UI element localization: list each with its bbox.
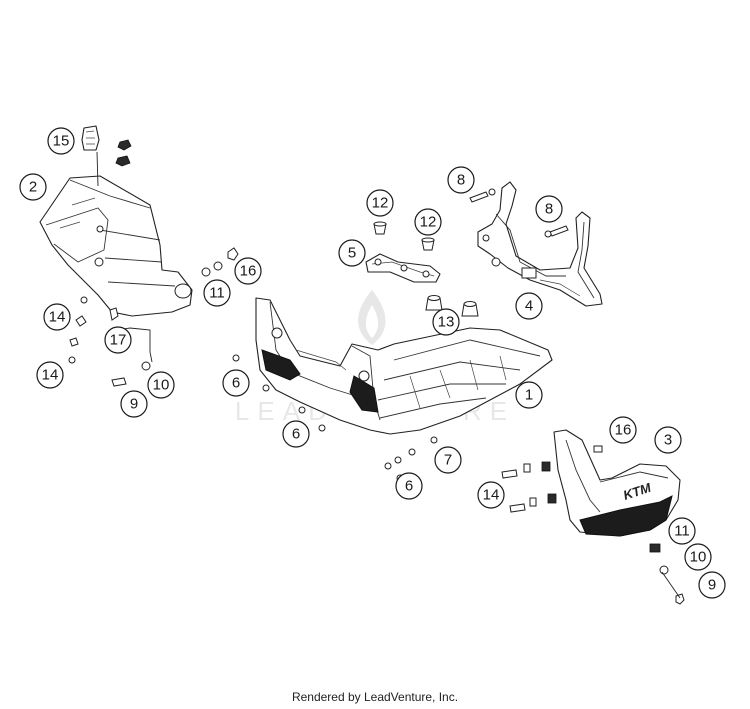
callout-14-upper-left: 14 — [43, 303, 71, 331]
hardware-right — [501, 445, 685, 605]
svg-text:11: 11 — [209, 285, 225, 302]
callout-9-left: 9 — [120, 390, 148, 418]
callout-6-middle: 6 — [282, 420, 310, 448]
callout-11-left: 11 — [203, 279, 231, 307]
svg-text:7: 7 — [444, 452, 452, 469]
svg-text:14: 14 — [483, 487, 500, 504]
callout-1: 1 — [515, 381, 543, 409]
frame-bracket-4 — [477, 181, 603, 307]
svg-text:13: 13 — [438, 314, 455, 331]
side-guard-left — [39, 175, 193, 317]
svg-text:8: 8 — [457, 172, 465, 189]
svg-text:12: 12 — [420, 214, 437, 231]
svg-text:17: 17 — [110, 332, 127, 349]
callout-16-right: 16 — [609, 416, 637, 444]
callout-7: 7 — [434, 446, 462, 474]
callout-8-left: 8 — [447, 166, 475, 194]
skid-plate-1 — [255, 297, 553, 435]
svg-text:12: 12 — [372, 195, 389, 212]
svg-text:6: 6 — [292, 426, 300, 443]
callout-14-right: 14 — [477, 481, 505, 509]
callout-17: 17 — [104, 326, 132, 354]
callout-5: 5 — [338, 239, 366, 267]
svg-text:4: 4 — [525, 298, 533, 315]
svg-text:14: 14 — [42, 367, 59, 384]
svg-text:16: 16 — [615, 422, 632, 439]
callout-9-right: 9 — [698, 571, 726, 599]
callout-10-right: 10 — [684, 543, 712, 571]
side-guard-right: KTM — [553, 429, 681, 537]
callout-11-right: 11 — [668, 517, 696, 545]
bolts-8 — [469, 188, 569, 238]
svg-text:2: 2 — [29, 179, 37, 196]
svg-text:15: 15 — [53, 133, 70, 150]
bracket-5 — [365, 253, 441, 283]
svg-text:16: 16 — [240, 263, 257, 280]
callout-13: 13 — [432, 308, 460, 336]
rubber-blocks-13 — [425, 295, 479, 317]
callout-8-right: 8 — [535, 195, 563, 223]
svg-text:5: 5 — [348, 245, 356, 262]
callout-16-left: 16 — [234, 257, 262, 285]
svg-text:3: 3 — [664, 432, 672, 449]
svg-text:8: 8 — [545, 201, 553, 218]
callout-6-lower: 6 — [395, 472, 423, 500]
rubber-mounts-12 — [373, 221, 435, 251]
svg-text:1: 1 — [525, 387, 533, 404]
svg-text:10: 10 — [690, 549, 707, 566]
callout-12-right: 12 — [414, 208, 442, 236]
footer-credit: Rendered by LeadVenture, Inc. — [291, 690, 459, 704]
svg-text:14: 14 — [49, 309, 66, 326]
callout-14-lower-left: 14 — [36, 361, 64, 389]
svg-text:6: 6 — [232, 375, 240, 392]
callout-15: 15 — [47, 127, 75, 155]
callout-4: 4 — [515, 292, 543, 320]
svg-text:10: 10 — [153, 377, 170, 394]
callout-6-upper: 6 — [222, 369, 250, 397]
svg-text:9: 9 — [708, 577, 716, 594]
callout-2: 2 — [19, 173, 47, 201]
callout-3: 3 — [654, 426, 682, 454]
svg-text:9: 9 — [130, 396, 138, 413]
svg-text:6: 6 — [405, 478, 413, 495]
svg-text:11: 11 — [674, 523, 690, 540]
callout-12-left: 12 — [366, 189, 394, 217]
callout-10-left: 10 — [147, 371, 175, 399]
bumper-15 — [81, 125, 132, 187]
